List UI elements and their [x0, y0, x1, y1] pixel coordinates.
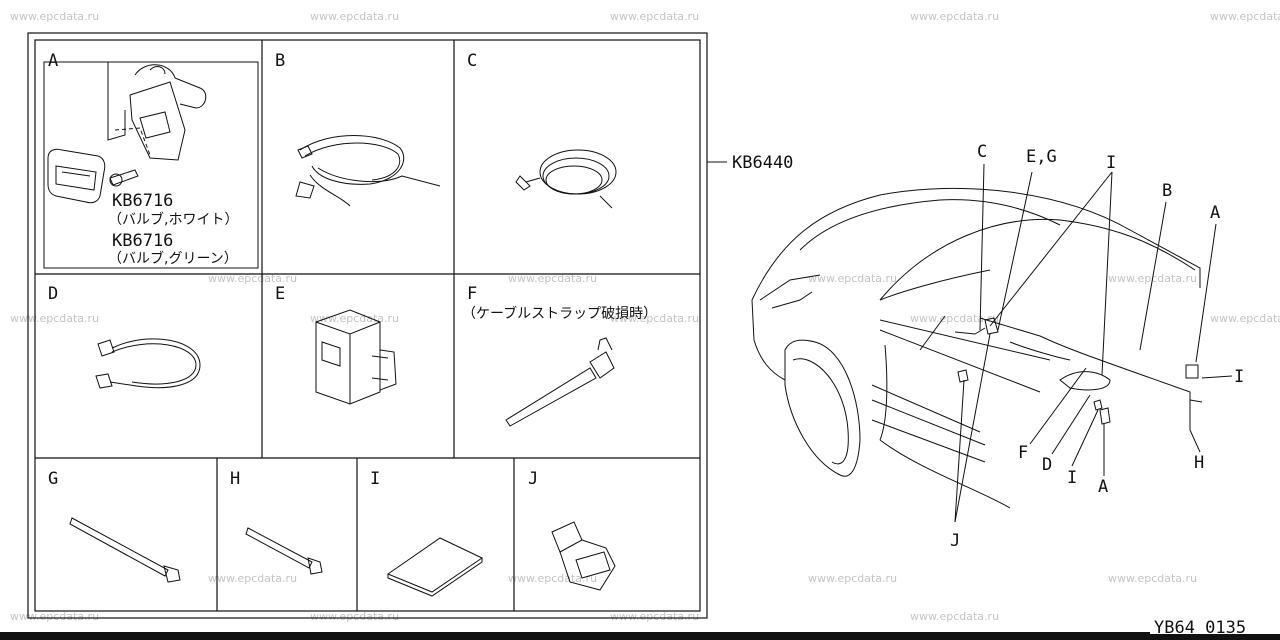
- harness-b-illustration: [295, 135, 441, 207]
- panel-letter: J: [528, 469, 538, 489]
- part-note-1: （バルブ,ホワイト）: [108, 211, 238, 228]
- callout-d: D: [1042, 455, 1052, 475]
- panel-g: G: [48, 469, 181, 583]
- watermark: www.epcdata.ru: [508, 572, 597, 585]
- footer-code: YB64 0135: [1154, 618, 1246, 638]
- callout-a-bottom: A: [1098, 477, 1108, 497]
- panel-letter: I: [370, 469, 380, 489]
- panel-letter: E: [275, 284, 285, 304]
- panel-a-subframe: [43, 61, 259, 269]
- cable-tie-g-illustration: [69, 517, 181, 583]
- car-illustration: [751, 187, 1203, 509]
- watermark: www.epcdata.ru: [208, 572, 297, 585]
- kit-callout: KB6440: [707, 153, 793, 173]
- callout-h: H: [1194, 453, 1204, 473]
- part-number-1: KB6716: [112, 191, 173, 211]
- car-callout-leaders: [954, 163, 1233, 523]
- cable-tie-h-illustration: [245, 527, 323, 575]
- callout-f: F: [1018, 443, 1028, 463]
- part-number-2: KB6716: [112, 231, 173, 251]
- panel-letter: D: [48, 284, 58, 304]
- part-note-2: （バルブ,グリーン）: [108, 250, 238, 267]
- harness-c-illustration: [515, 149, 617, 209]
- watermark: www.epcdata.ru: [610, 10, 699, 23]
- callout-c: C: [977, 142, 987, 162]
- car-callout-labels: C E,G I B A I H A I D F J: [950, 142, 1244, 551]
- callout-i-bottom: I: [1067, 468, 1077, 488]
- watermark: www.epcdata.ru: [910, 312, 999, 325]
- inner-frame: [34, 39, 701, 612]
- watermark: www.epcdata.ru: [610, 312, 699, 325]
- panel-letter: B: [275, 51, 285, 71]
- callout-b: B: [1162, 181, 1172, 201]
- watermark: www.epcdata.ru: [610, 610, 699, 623]
- panel-c: C: [467, 51, 617, 209]
- watermark: www.epcdata.ru: [10, 10, 99, 23]
- footer-code-bg: [1150, 618, 1280, 634]
- panel-b: B: [275, 51, 441, 207]
- footer-bar: [0, 632, 1280, 640]
- panel-letter: F: [467, 284, 477, 304]
- callout-j: J: [950, 531, 960, 551]
- watermark: www.epcdata.ru: [910, 610, 999, 623]
- watermark: www.epcdata.ru: [310, 610, 399, 623]
- panel-f-note: （ケーブルストラップ破損時）: [462, 305, 657, 322]
- panel-h: H: [230, 469, 323, 575]
- watermark: www.epcdata.ru: [910, 10, 999, 23]
- panel-letter: H: [230, 469, 240, 489]
- callout-i-top: I: [1106, 153, 1116, 173]
- watermark: www.epcdata.ru: [10, 312, 99, 325]
- panel-i: I: [370, 469, 484, 597]
- panel-d: D: [48, 284, 201, 389]
- watermark: www.epcdata.ru: [1108, 572, 1197, 585]
- panel-a: A KB6716 （バルブ,ホワイト） KB6716 （バルブ,グリーン）: [43, 51, 259, 269]
- pad-illustration: [386, 537, 484, 597]
- panel-j: J: [528, 469, 616, 591]
- watermark: www.epcdata.ru: [808, 572, 897, 585]
- panel-e: E: [275, 284, 397, 405]
- panel-letter: A: [48, 51, 58, 71]
- panel-f: F （ケーブルストラップ破損時）: [462, 284, 657, 427]
- lamp-bracket-illustration: [47, 62, 207, 204]
- outer-frame: [27, 32, 708, 619]
- callout-e-g: E,G: [1026, 147, 1057, 167]
- panel-letter: C: [467, 51, 477, 71]
- watermark: www.epcdata.ru: [208, 272, 297, 285]
- watermark: www.epcdata.ru: [310, 10, 399, 23]
- watermark: www.epcdata.ru: [10, 610, 99, 623]
- watermark: www.epcdata.ru: [808, 272, 897, 285]
- callout-a-top: A: [1210, 203, 1220, 223]
- watermark: www.epcdata.ru: [310, 312, 399, 325]
- clip-j-illustration: [551, 521, 616, 591]
- panel-letter: G: [48, 469, 58, 489]
- parts-table: [27, 32, 708, 619]
- watermark: www.epcdata.ru: [1210, 10, 1280, 23]
- callout-i-right: I: [1234, 367, 1244, 387]
- watermark: www.epcdata.ru: [1210, 312, 1280, 325]
- relay-e-illustration: [315, 309, 397, 405]
- kit-code: KB6440: [732, 153, 793, 173]
- cable-strap-illustration: [505, 337, 615, 427]
- watermark: www.epcdata.ru: [508, 272, 597, 285]
- harness-d-illustration: [95, 338, 201, 389]
